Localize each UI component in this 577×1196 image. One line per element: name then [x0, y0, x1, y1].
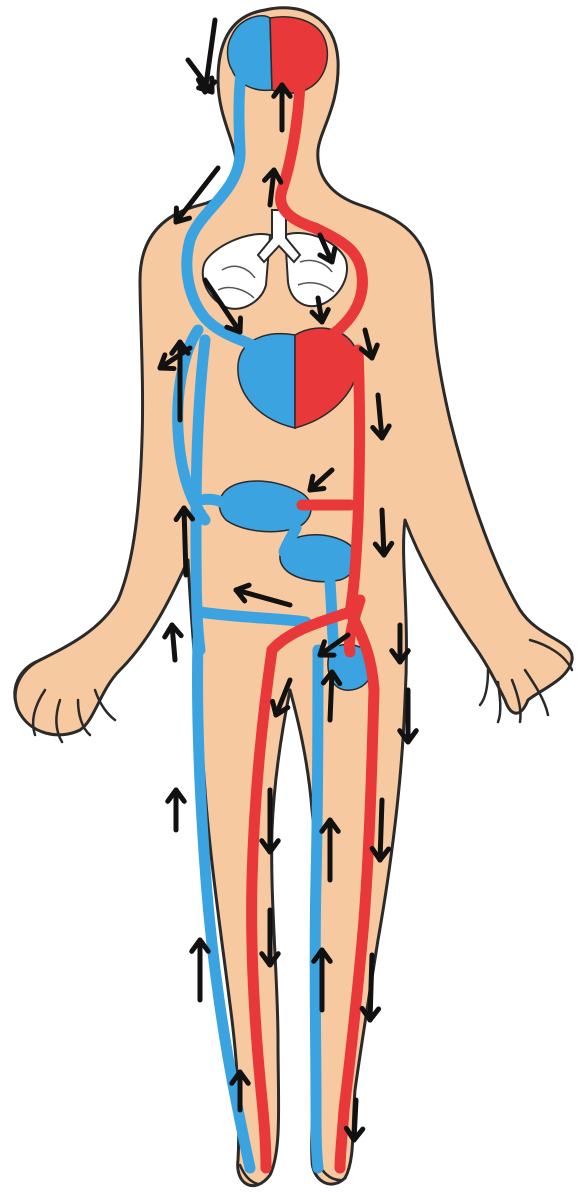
flow-direction-arrow-icon	[192, 940, 208, 1000]
flow-direction-arrow-icon	[168, 790, 184, 830]
body-silhouette	[15, 8, 573, 1186]
flow-direction-arrow-icon	[165, 625, 181, 660]
body-outline	[15, 8, 572, 1186]
